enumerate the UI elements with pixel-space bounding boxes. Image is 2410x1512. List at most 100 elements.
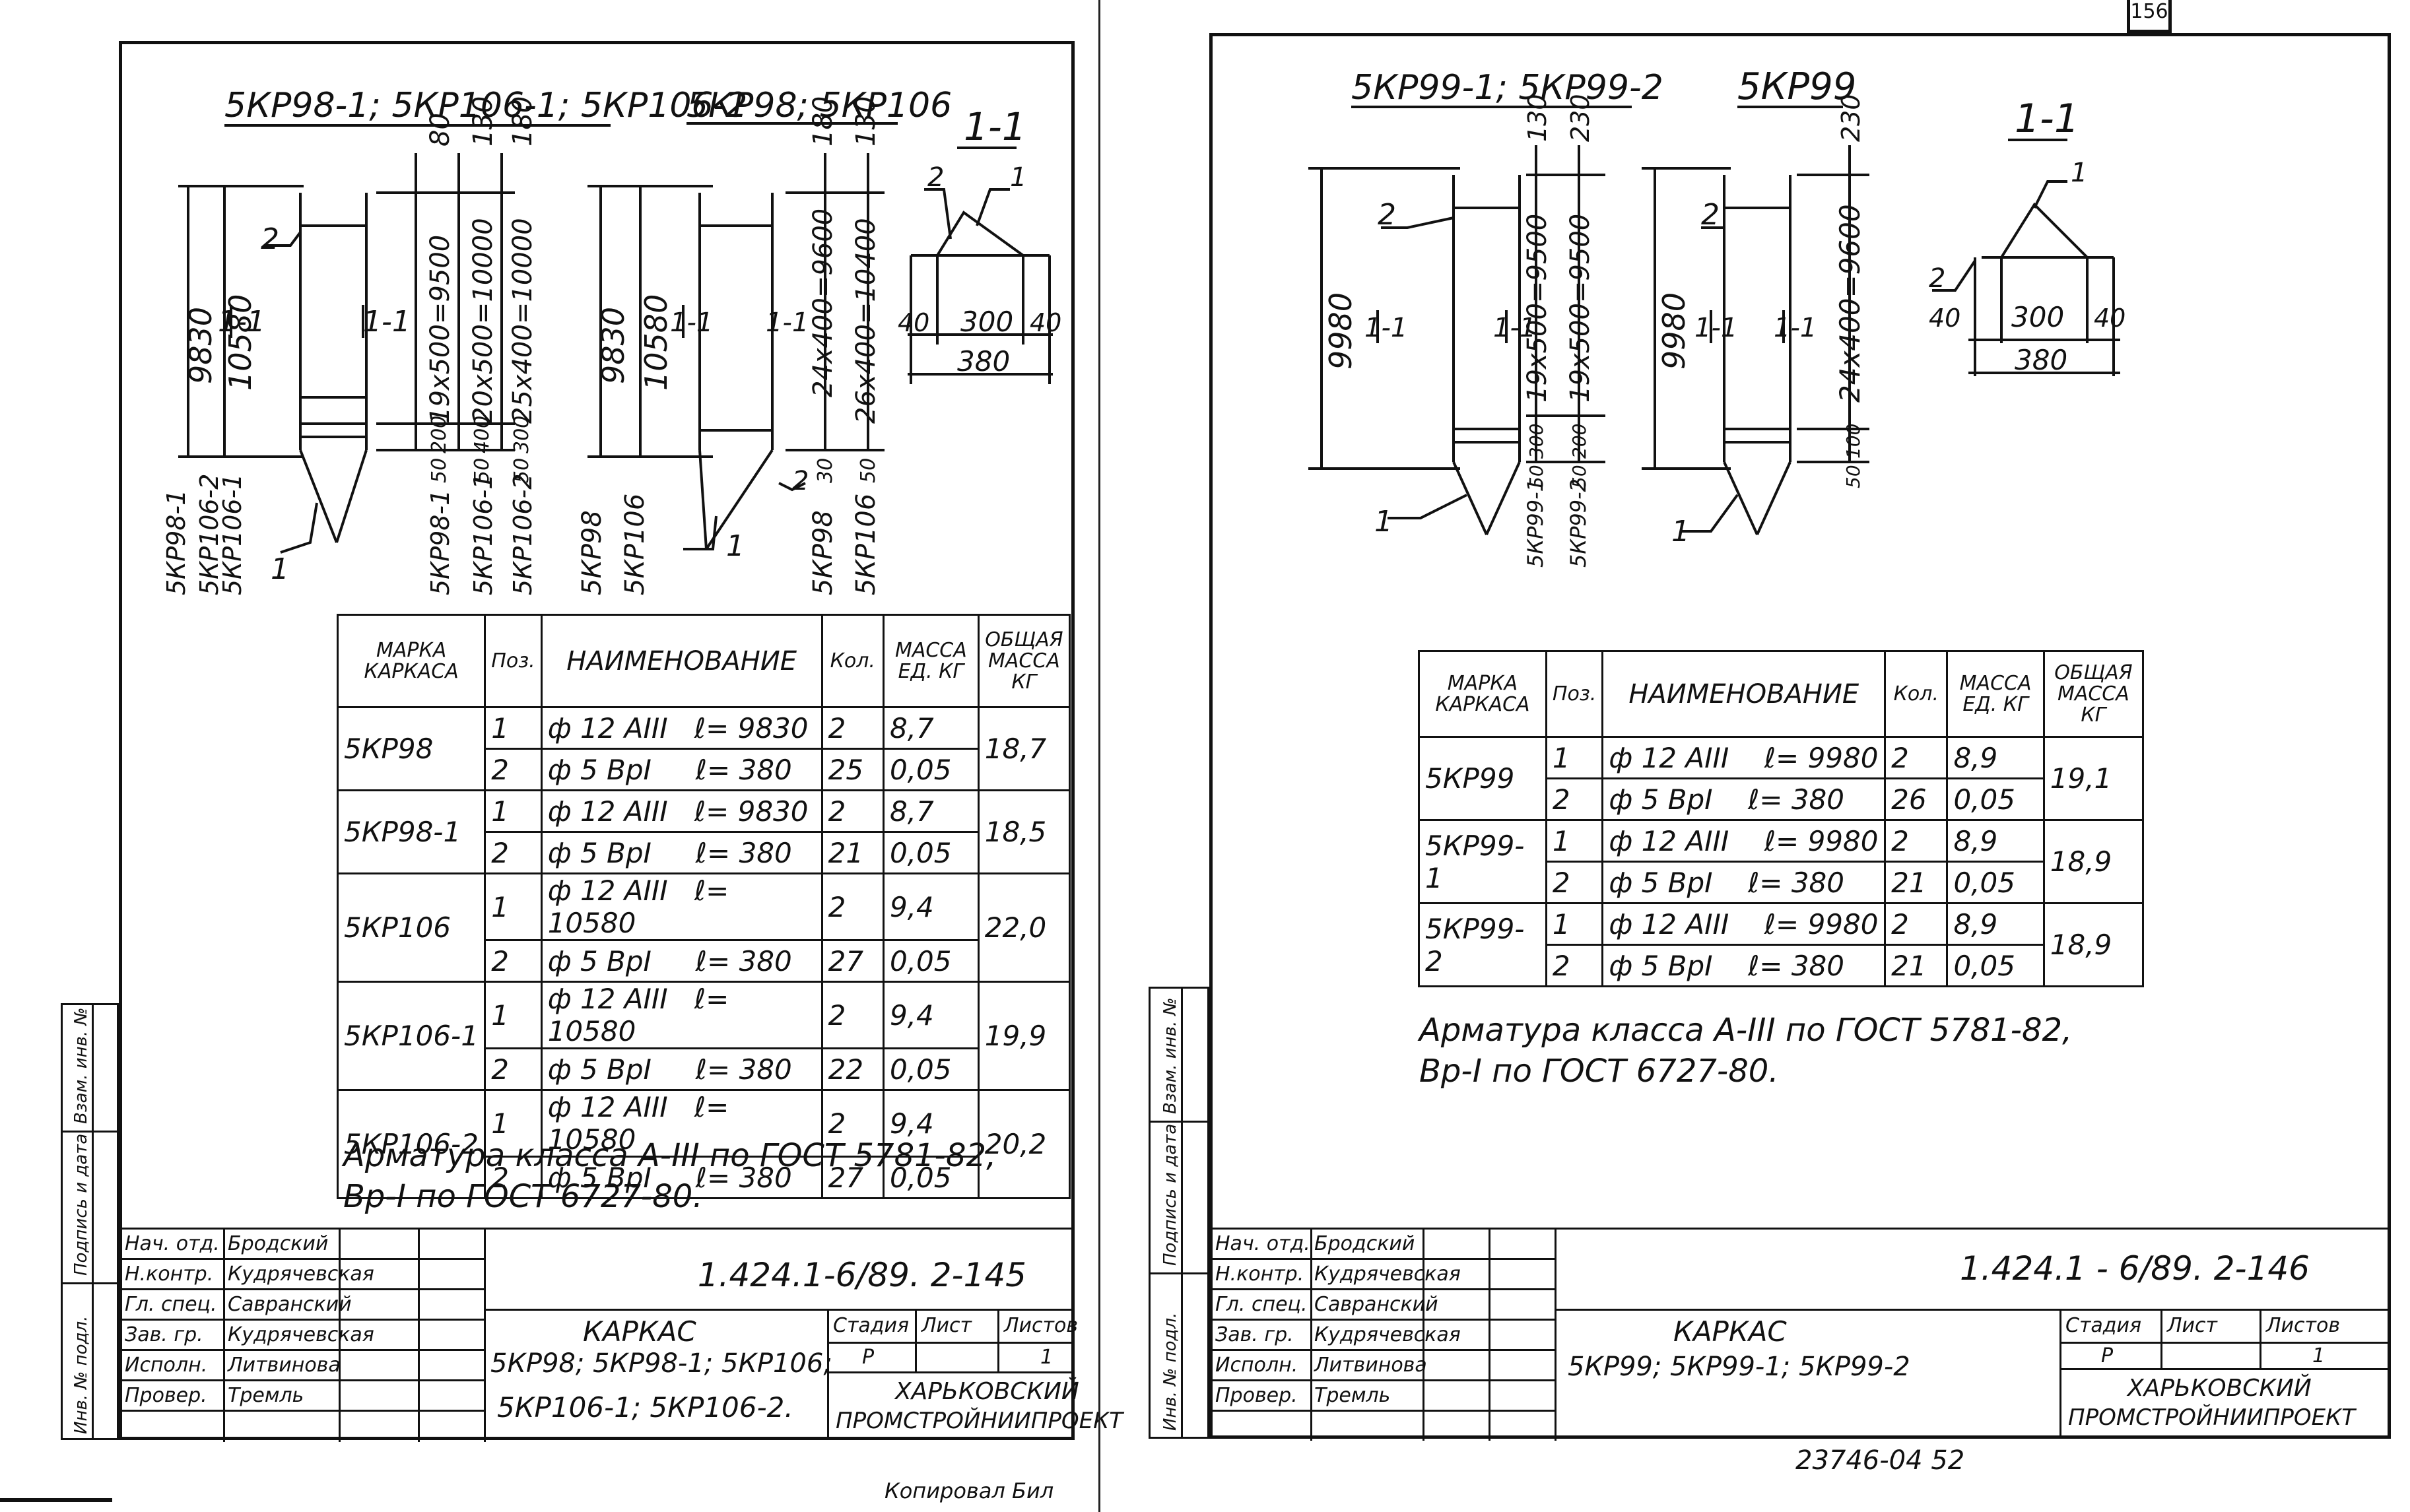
svg-text:Инв. № подл.: Инв. № подл. bbox=[1160, 1313, 1180, 1431]
th-qty: Кол. bbox=[820, 614, 885, 708]
dim-bot-50a: 50 bbox=[428, 458, 451, 483]
svg-text:Взам. инв. №: Взам. инв. № bbox=[1160, 997, 1180, 1114]
left-spec-table: МАРКА КАРКАСА Поз. НАИМЕНОВАНИЕ Кол. МАС… bbox=[336, 614, 1071, 1199]
dim-d-100: 100 bbox=[1842, 424, 1864, 459]
cage-b bbox=[587, 153, 885, 550]
right-doc-code: 1.424.1 - 6/89. 2-146 bbox=[1959, 1249, 2310, 1288]
right-drawing: 5КР99-1; 5КР99-2 5КР99 1-1 2 1 1-1 1-1 9… bbox=[1308, 65, 2125, 568]
cage-d bbox=[1642, 145, 1869, 535]
left-drawing: 5КР98-1; 5КР106-1; 5КР106-2 5КР98; 5КР10… bbox=[162, 86, 1061, 595]
dim-9830-b: 9830 bbox=[595, 307, 631, 384]
rsec-dim-380: 380 bbox=[2015, 344, 2067, 376]
page-split-line bbox=[1098, 0, 1100, 1512]
dim-b-30: 30 bbox=[814, 458, 837, 483]
left-stamp-title-3: 5КР106-1; 5КР106-2. bbox=[497, 1391, 793, 1424]
dim-c-300: 300 bbox=[1525, 424, 1547, 459]
rsec-dim-40a: 40 bbox=[1929, 304, 1960, 333]
mark-b2-1: 5КР98 bbox=[808, 510, 838, 595]
mark-b-2: 5КР106 bbox=[620, 494, 650, 595]
dim-10580-a: 10580 bbox=[222, 294, 258, 391]
left-note-1: Арматура класса А-III по ГОСТ 5781-82, bbox=[343, 1137, 997, 1174]
dim-bot-400: 400 bbox=[471, 416, 494, 453]
dim-top-180: 180 bbox=[508, 96, 538, 147]
mark-c-1: 5КР99-1 bbox=[1523, 478, 1548, 568]
dim-b-180: 180 bbox=[808, 96, 838, 147]
left-stamp-title-1: КАРКАС bbox=[583, 1315, 696, 1348]
right-spec-table: МАРКА КАРКАСА Поз. НАИМЕНОВАНИЕ Кол. МАС… bbox=[1418, 650, 2145, 987]
right-bottom-code: 23746-04 52 bbox=[1795, 1445, 1965, 1476]
dim-top-80: 80 bbox=[425, 113, 455, 147]
dim-10580-b: 10580 bbox=[638, 294, 674, 391]
section-leader-2: 2 bbox=[927, 162, 944, 193]
cage-b-section-mark-2: 1-1 bbox=[766, 308, 809, 338]
right-stamp-title-2: 5КР99; 5КР99-1; 5КР99-2 bbox=[1568, 1352, 1910, 1382]
mark-b2-2: 5КР106 bbox=[851, 494, 881, 595]
right-section-title: 1-1 bbox=[2015, 96, 2079, 142]
rsec-dim-40b: 40 bbox=[2094, 304, 2125, 333]
mark-c-2: 5КР99-2 bbox=[1566, 478, 1591, 568]
mark-a2-1: 5КР98-1 bbox=[426, 490, 455, 595]
left-stamp-title-2: 5КР98; 5КР98-1; 5КР106; bbox=[490, 1348, 832, 1379]
svg-text:Взам. инв. №: Взам. инв. № bbox=[71, 1007, 91, 1124]
left-side-strip: Взам. инв. № Подпись и дата Инв. № подл. bbox=[61, 1003, 119, 1440]
sec-dim-300: 300 bbox=[960, 306, 1013, 338]
dim-d-24x400: 24х400=9600 bbox=[1834, 204, 1866, 403]
th-total: ОБЩАЯ МАССА КГ bbox=[977, 614, 1071, 708]
svg-text:Подпись и дата: Подпись и дата bbox=[1160, 1124, 1180, 1266]
dim-25x400: 25х400=10000 bbox=[508, 218, 538, 424]
cage-c-leader-2: 2 bbox=[1378, 198, 1396, 232]
dim-c-130: 130 bbox=[1523, 94, 1552, 142]
svg-text:Подпись и дата: Подпись и дата bbox=[71, 1134, 91, 1276]
right-title-a: 5КР99-1; 5КР99-2 bbox=[1351, 68, 1663, 108]
right-section-leader-1: 1 bbox=[2071, 158, 2087, 188]
cage-a-leader-2: 2 bbox=[261, 222, 279, 256]
right-corner-box: 156 bbox=[2127, 0, 2172, 33]
sec-dim-40a: 40 bbox=[898, 308, 929, 337]
th-mass: МАССА ЕД. КГ bbox=[882, 614, 980, 708]
dim-d-50: 50 bbox=[1842, 465, 1864, 488]
cage-d-section-mark-2: 1-1 bbox=[1774, 313, 1817, 343]
rsec-dim-300: 300 bbox=[2011, 301, 2064, 333]
cage-d-leader-1: 1 bbox=[1671, 515, 1690, 548]
dim-c-50a: 50 bbox=[1525, 465, 1547, 488]
left-bottom-bar bbox=[0, 1498, 112, 1502]
left-title-a: 5КР98-1; 5КР106-1; 5КР106-2 bbox=[224, 86, 747, 125]
left-doc-code: 1.424.1-6/89. 2-145 bbox=[697, 1256, 1026, 1294]
left-section-title: 1-1 bbox=[964, 104, 1026, 149]
cage-c-section-mark: 1-1 bbox=[1364, 313, 1407, 343]
th-mark: МАРКА КАРКАСА bbox=[336, 614, 486, 708]
cage-b-section-mark: 1-1 bbox=[670, 308, 713, 338]
right-side-strip: Взам. инв. № Подпись и дата Инв. № подл. bbox=[1149, 987, 1209, 1439]
cage-a-leader-1: 1 bbox=[271, 552, 289, 586]
dim-9980-d: 9980 bbox=[1656, 292, 1692, 370]
cage-a bbox=[178, 153, 515, 554]
dim-b-130: 130 bbox=[851, 96, 881, 147]
mark-a-1: 5КР98-1 bbox=[162, 490, 191, 595]
sec-dim-380: 380 bbox=[957, 345, 1010, 378]
right-note-1: Арматура класса А-III по ГОСТ 5781-82, bbox=[1419, 1012, 2073, 1049]
mark-b-1: 5КР98 bbox=[577, 510, 607, 595]
left-note-2: Вр-I по ГОСТ 6727-80. bbox=[343, 1178, 703, 1215]
right-title-block: Нач. отд.Бродский Н.контр.Кудрячевская Г… bbox=[1209, 1228, 2391, 1441]
dim-b-26x400: 26х400=10400 bbox=[851, 218, 881, 424]
dim-d-230: 230 bbox=[1836, 94, 1865, 142]
dim-19x500: 19х500=9500 bbox=[425, 235, 455, 424]
cage-b-leader-1: 1 bbox=[726, 529, 745, 563]
th-pos: Поз. bbox=[484, 614, 543, 708]
right-title-b: 5КР99 bbox=[1737, 65, 1856, 108]
